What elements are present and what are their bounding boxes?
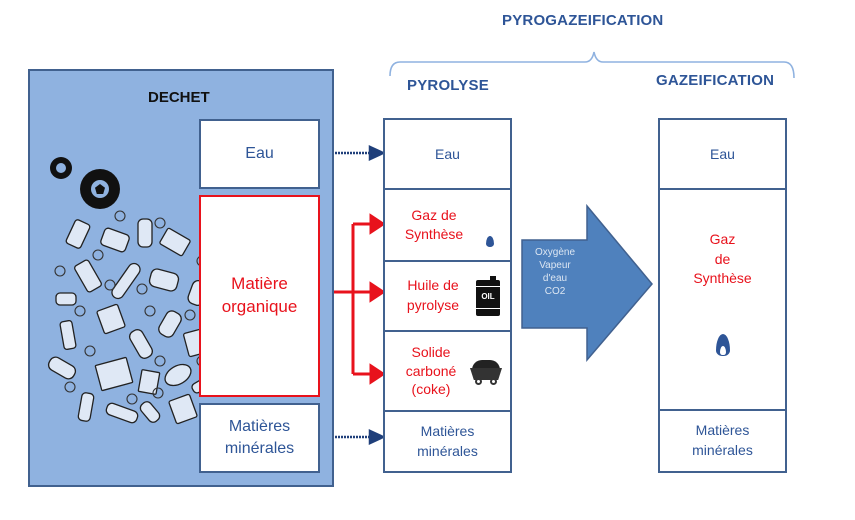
arrow-line-deau: d'eau [542,273,568,284]
waste-pile-icon [47,210,209,425]
pyrolyse-matieres-minerales-label: Matières minérales [417,422,478,459]
pyrolyse-title: PYROLYSE [407,77,489,94]
gazeification-gaz-line2: de [714,250,731,267]
coal-cart-icon [470,360,502,386]
gazeification-title: GAZEIFICATION [656,72,775,89]
pyrolyse-solide-label: Solide carboné (coke) [405,343,457,398]
dechet-matiere-organique-label: Matière organique [221,274,298,316]
pyrolyse-solide-cell: Solide carboné (coke) [385,332,510,412]
gazeification-gaz-line1: Gaz [709,231,736,247]
dechet-matieres-minerales-label: Matières minérales [224,418,295,457]
gazeification-gaz-cell: Gaz de Synthèse [660,190,785,411]
gazeification-column: Eau Gaz de Synthèse Matières minérales [658,118,787,473]
large-tyre-icon [80,169,120,209]
brace [389,51,795,79]
dechet-title: DECHET [148,89,210,106]
oil-barrel-icon: OIL [476,276,500,316]
arrow-line-oxygene: Oxygène [534,247,576,258]
dechet-matiere-organique-box: Matière organique [199,195,320,397]
flame-icon [486,236,494,247]
pyrolyse-huile-cell: Huile de pyrolyse OIL [385,262,510,332]
pyrolyse-eau-cell: Eau [385,120,510,190]
gazeification-matieres-minerales-cell: Matières minérales [660,411,785,471]
small-tyre-icon [50,157,72,179]
arrow-line-co2: CO2 [544,286,566,297]
gazeification-eau-cell: Eau [660,120,785,190]
gazeification-gaz-line3: Synthèse [693,270,752,287]
flame-icon [716,334,730,356]
gazeification-matieres-minerales-label: Matières minérales [692,422,753,458]
arrow-matieres-minerales [320,429,386,445]
oil-label: OIL [481,292,495,301]
process-arrow [521,203,653,363]
process-arrow-label: Oxygène Vapeur d'eau CO2 [522,246,588,298]
dechet-eau-label: Eau [245,145,274,162]
pyrolyse-gaz-cell: Gaz de Synthèse [385,190,510,262]
dechet-eau-box: Eau [199,119,320,189]
pyrolyse-huile-label: Huile de pyrolyse [406,277,460,313]
dechet-matieres-minerales-box: Matières minérales [199,403,320,473]
pyrolyse-eau-label: Eau [435,146,460,162]
gazeification-eau-label: Eau [710,146,735,162]
arrow-matiere-organique [320,213,386,385]
arrow-eau [320,145,386,161]
pyrogazeification-title: PYROGAZEIFICATION [502,12,664,29]
pyrolyse-column: Eau Gaz de Synthèse Huile de pyrolyse OI… [383,118,512,473]
pyrolyse-matieres-minerales-cell: Matières minérales [385,412,510,471]
arrow-line-vapeur: Vapeur [539,260,571,271]
pyrolyse-gaz-label: Gaz de Synthèse [404,207,464,242]
